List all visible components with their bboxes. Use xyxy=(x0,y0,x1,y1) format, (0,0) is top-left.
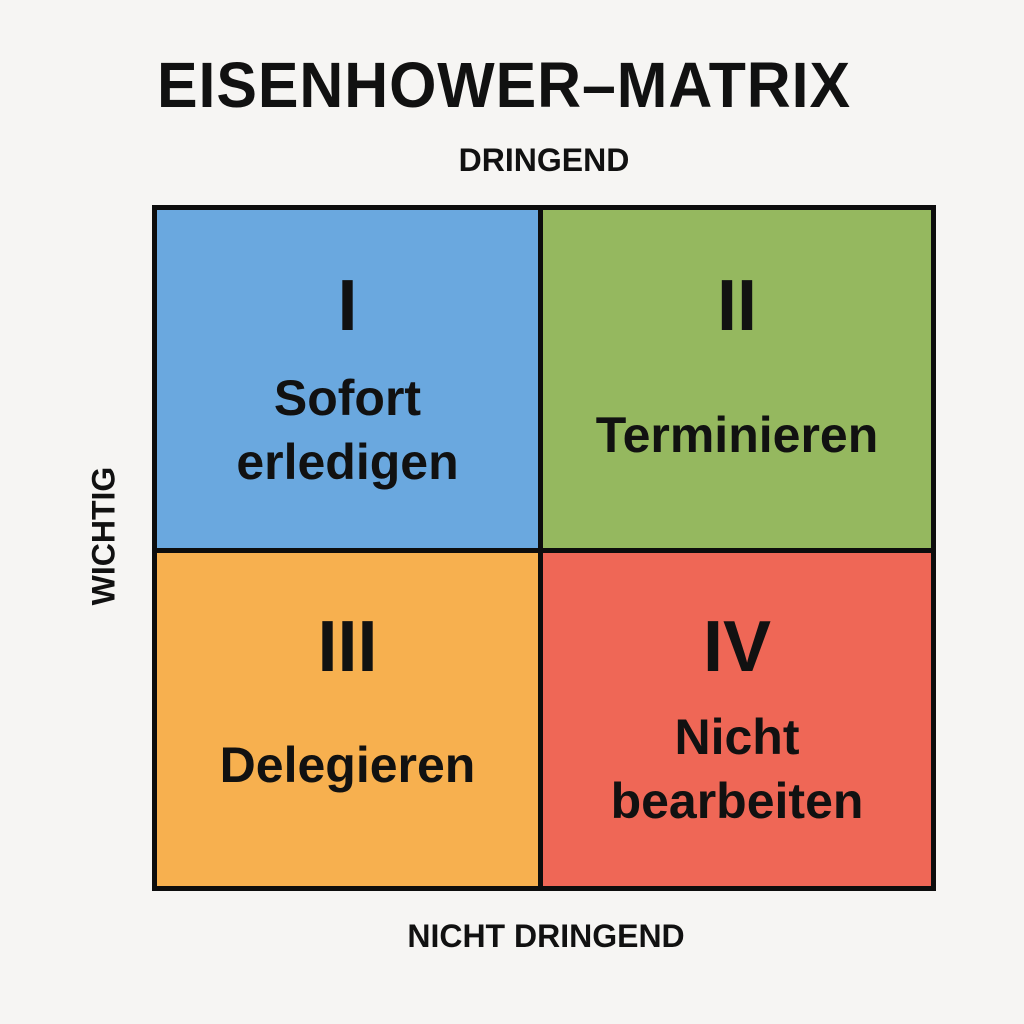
quadrant-label: Terminieren xyxy=(595,407,879,463)
axis-label-bottom: NICHT DRINGEND xyxy=(407,918,685,954)
axis-label-top: DRINGEND xyxy=(458,142,630,178)
quadrant-label: Nicht bearbeiten xyxy=(610,709,864,829)
page-title: EISENHOWER–MATRIX xyxy=(156,49,852,121)
quadrant-label: Sofort erledigen xyxy=(236,370,459,490)
quadrant-numeral: I xyxy=(337,266,358,346)
quadrant-4: IV Nicht bearbeiten xyxy=(543,553,931,886)
quadrant-label: Delegieren xyxy=(219,737,476,793)
quadrant-1: I Sofort erledigen xyxy=(157,210,538,548)
axis-label-left: WICHTIG xyxy=(85,466,122,606)
quadrant-numeral: IV xyxy=(702,607,772,687)
quadrant-3: III Delegieren xyxy=(157,553,538,886)
quadrant-numeral: III xyxy=(317,607,378,687)
quadrant-numeral: II xyxy=(716,266,757,346)
matrix-grid: I Sofort erledigen II Terminieren III De… xyxy=(152,205,936,891)
quadrant-2: II Terminieren xyxy=(543,210,931,548)
